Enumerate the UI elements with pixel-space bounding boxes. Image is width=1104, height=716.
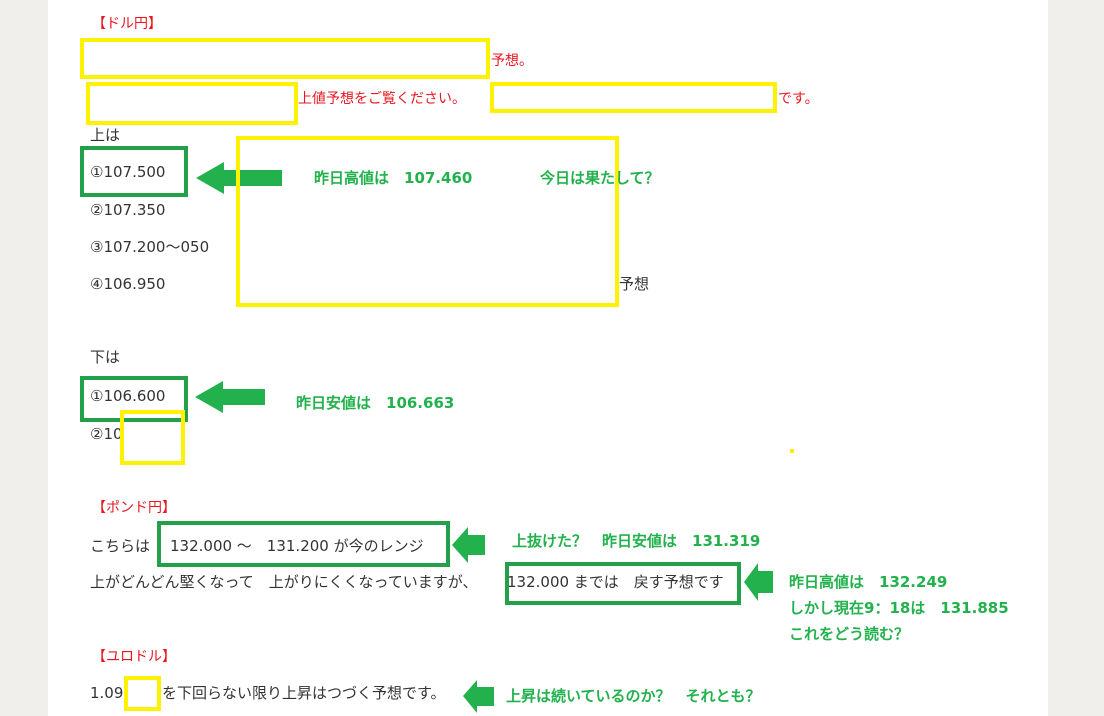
upper-level-4: ④106.950 (90, 275, 166, 293)
gbpjpy-note-1: 上抜けた？ 昨日安値は 131.319 (512, 532, 761, 550)
lower-note: 昨日安値は 106.663 (296, 394, 455, 412)
desu-text: です。 (778, 91, 819, 107)
upper-level-1: ①107.500 (90, 163, 166, 181)
upper-note-1: 昨日高値は 107.460 (314, 169, 473, 187)
redaction-box (80, 38, 490, 79)
arrow-left-icon (452, 527, 485, 563)
redaction-box (236, 136, 619, 307)
gbpjpy-line2-prefix: 上がどんどん堅くなって 上がりにくくなっていますが、 (90, 573, 478, 591)
lower-level-2: ②10 (90, 425, 123, 443)
lower-label: 下は (90, 348, 121, 366)
high-prompt: 上値予想をご覧ください。 (298, 91, 466, 107)
eurusd-prefix: 1.09 (90, 684, 124, 702)
redaction-box (124, 676, 161, 711)
highlight-box (157, 521, 450, 567)
upper-label: 上は (90, 126, 121, 144)
lower-level-1: ①106.600 (90, 387, 166, 405)
redaction-box (490, 82, 777, 113)
highlight-box (505, 562, 741, 605)
gbpjpy-heading: 【ポンド円】 (92, 500, 176, 516)
gbpjpy-line2-box: 132.000 までは 戻す予想です (507, 573, 724, 591)
arrow-left-icon (463, 680, 494, 713)
highlight-box (80, 146, 188, 197)
gbpjpy-note-2: 昨日高値は 132.249 (789, 573, 948, 591)
upper-suffix: 予想 (619, 275, 650, 293)
gbpjpy-line1-prefix: こちらは (90, 537, 151, 555)
gbpjpy-note-4: これをどう読む？ (789, 625, 910, 643)
eurusd-heading: 【ユロドル】 (92, 649, 176, 665)
eurusd-note: 上昇は続いているのか？ それとも？ (506, 687, 761, 705)
usdjpy-heading: 【ドル円】 (92, 16, 162, 32)
redaction-box (86, 82, 298, 125)
upper-level-3: ③107.200〜050 (90, 238, 210, 256)
eurusd-suffix: を下回らない限り上昇はつづく予想です。 (162, 684, 446, 702)
forecast-suffix: 予想。 (491, 53, 533, 69)
gbpjpy-range: 132.000 ～ 131.200 が今のレンジ (170, 537, 424, 555)
upper-level-2: ②107.350 (90, 201, 166, 219)
arrow-left-icon (195, 381, 265, 413)
upper-note-2: 今日は果たして？ (540, 169, 660, 187)
redaction-box (120, 410, 185, 465)
highlight-box (80, 376, 188, 422)
arrow-left-icon (744, 563, 773, 601)
article-content (48, 0, 1048, 716)
gbpjpy-note-3: しかし現在9：18は 131.885 (789, 599, 1009, 617)
yellow-dot (790, 449, 794, 453)
